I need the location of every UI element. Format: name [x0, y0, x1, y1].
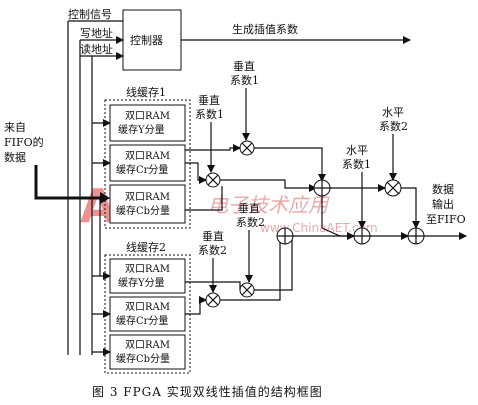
coef-h2-1: 水平 — [382, 106, 404, 119]
ram-y-2-l1: 双口RAM — [125, 263, 170, 275]
ram-y-2 — [109, 258, 186, 294]
coef-v2-top-2: 系数2 — [236, 216, 265, 229]
output-label-2: 输出 — [432, 197, 454, 211]
input-label-2: FIFO的 — [4, 135, 44, 149]
ram-cb-1-l2: 缓存Cb分量 — [116, 204, 170, 217]
input-data-line — [34, 165, 100, 200]
output-paths — [293, 184, 467, 240]
coef-v1-top-1: 垂直 — [233, 59, 255, 73]
signal-read-addr: 读地址 — [80, 42, 113, 56]
ram-cr-2-l2: 缓存Cr分量 — [116, 314, 168, 327]
ram-cr-1-l1: 双口RAM — [125, 150, 170, 162]
line-buffer-2-title: 线缓存2 — [126, 240, 166, 254]
coef-v1-top-2: 系数1 — [230, 74, 259, 87]
coef-h1-1: 水平 — [346, 144, 368, 157]
ram-cb-2-l2: 缓存Cb分量 — [116, 352, 170, 365]
data-paths — [185, 144, 326, 315]
ram-y-2-l2: 缓存Y分量 — [118, 276, 165, 289]
coef-h2-2: 系数2 — [379, 120, 408, 133]
ram-y-1-l1: 双口RAM — [125, 110, 170, 122]
coef-h1-2: 系数1 — [342, 158, 371, 171]
figure-caption: 图 3 FPGA 实现双线性插值的结构框图 — [92, 384, 323, 399]
coef-v1-left-1: 垂直 — [198, 93, 220, 107]
ram-y-1-l2: 缓存Y分量 — [118, 123, 165, 136]
ram-cr-1 — [109, 144, 186, 182]
ram-cb-2-l1: 双口RAM — [125, 339, 170, 351]
multipliers-col1 — [205, 140, 255, 308]
coef-v2-left-2: 系数2 — [198, 244, 227, 257]
controller-label: 控制器 — [130, 33, 163, 47]
ram-cr-1-l2: 缓存Cr分量 — [116, 163, 168, 176]
adders — [276, 179, 425, 245]
bus-taps — [92, 119, 111, 356]
ram-cb-1 — [109, 184, 186, 224]
signal-control: 控制信号 — [68, 7, 112, 21]
ram-cr-2-l1: 双口RAM — [125, 301, 170, 313]
output-label-3: 至FIFO — [426, 213, 466, 226]
coef-arrows — [207, 88, 397, 293]
coef-v2-top-1: 垂直 — [238, 201, 260, 215]
line-buffer-1-title: 线缓存1 — [126, 85, 166, 99]
coef-output-label: 生成插值系数 — [232, 22, 298, 36]
output-label-1: 数据 — [432, 182, 454, 196]
coef-v1-left-2: 系数1 — [195, 108, 224, 121]
input-label-1: 来自 — [4, 121, 26, 134]
input-label-3: 数据 — [4, 150, 26, 164]
coef-v2-left-1: 垂直 — [202, 229, 224, 243]
ram-y-1 — [109, 104, 186, 142]
signal-write-addr: 写地址 — [80, 26, 113, 40]
ram-cb-2 — [109, 334, 186, 370]
ram-cb-1-l1: 双口RAM — [125, 191, 170, 203]
watermark-cn: 电子技术应用 — [208, 193, 330, 217]
